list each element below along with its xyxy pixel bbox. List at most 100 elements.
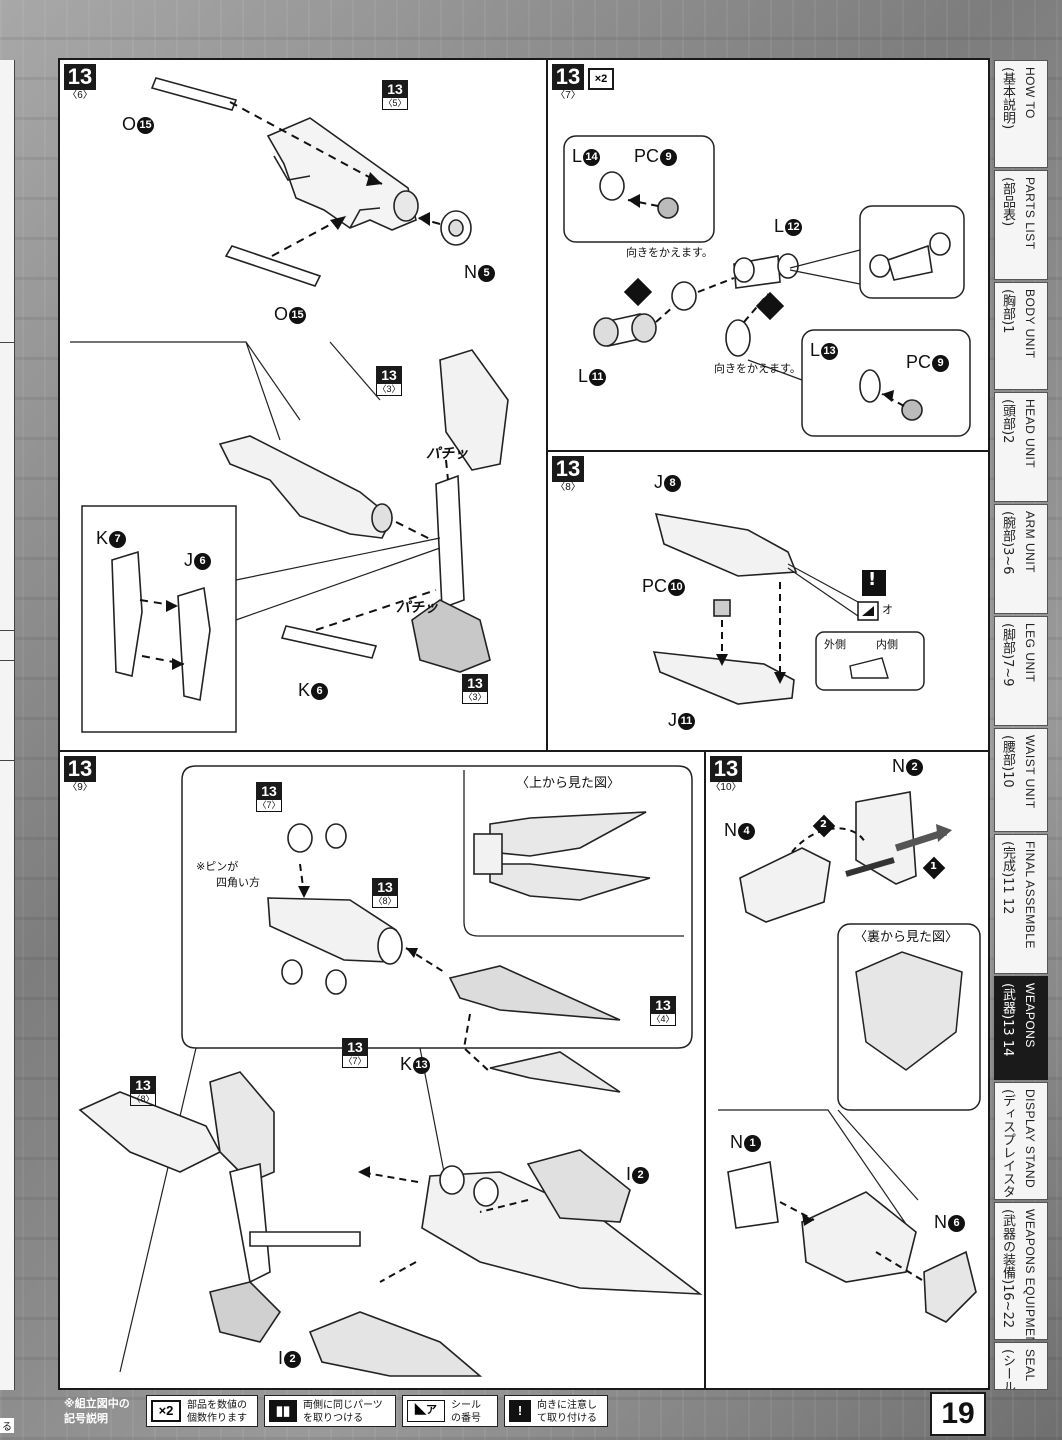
pin-note-line1: ※ピンが bbox=[196, 860, 239, 873]
snap-sound-text: パチッ bbox=[426, 446, 468, 462]
gun-body-assembled bbox=[218, 435, 394, 539]
rod-part bbox=[150, 77, 238, 111]
multiply-icon: ×2 bbox=[151, 1400, 181, 1422]
step-13-10-illustration bbox=[718, 791, 981, 1323]
turn-around-note: 向きをかえます。 bbox=[626, 246, 713, 259]
n4-part bbox=[739, 847, 831, 923]
ref-13-8-left: 13〈8〉 bbox=[130, 1076, 156, 1106]
k6-rail bbox=[280, 625, 378, 659]
legend-item-seal: ◣ア シール の番号 bbox=[402, 1395, 498, 1427]
arm-column bbox=[435, 474, 465, 610]
step-13-9-panel: 13 〈9〉 13〈7〉 13〈8〉 13〈7〉 13〈4〉 13〈8〉 ※ピン… bbox=[60, 752, 706, 1388]
arm-shield-top bbox=[439, 349, 509, 471]
step-number-13-7: 13 〈7〉 bbox=[552, 64, 584, 102]
n1-part bbox=[727, 1161, 779, 1229]
back-view-title: 〈裏から見た図〉 bbox=[854, 930, 959, 945]
legend-item-multiple: ×2 部品を数値の 個数作ります bbox=[146, 1395, 258, 1427]
gun-body-upper bbox=[266, 117, 417, 231]
previous-page-edge bbox=[0, 60, 15, 1390]
seal-icon: ◣ア bbox=[407, 1400, 445, 1422]
j6-part bbox=[177, 586, 211, 701]
ref-13-8: 13〈8〉 bbox=[372, 878, 398, 908]
ref-13-4: 13〈4〉 bbox=[650, 996, 676, 1026]
snap-sound-text-2: パチッ bbox=[396, 600, 438, 616]
ref-13-7-bottom: 13〈7〉 bbox=[342, 1038, 368, 1068]
pc9-detail bbox=[901, 399, 923, 421]
step-13-8-illustration bbox=[652, 512, 925, 705]
warning-icon bbox=[862, 570, 886, 596]
arm-shield-bottom bbox=[411, 599, 491, 673]
inner-side-label: 内側 bbox=[876, 638, 898, 651]
l13-detail bbox=[859, 369, 881, 403]
j11-part bbox=[652, 651, 795, 705]
top-view-title: 〈上から見た図〉 bbox=[516, 776, 621, 791]
tab-how-to[interactable]: (基本説明)HOW TO bbox=[994, 60, 1048, 168]
legend-item-both-sides: ▮▮ 両側に同じパーツ を取りつける bbox=[264, 1395, 396, 1427]
n6-part bbox=[923, 1250, 977, 1323]
pc10-part bbox=[713, 599, 731, 617]
l13-part bbox=[725, 319, 751, 357]
step-marker-2: 2 bbox=[820, 819, 827, 830]
symbol-legend: ※組立図中の記号説明 ×2 部品を数値の 個数作ります ▮▮ 両側に同じパーツ … bbox=[58, 1390, 928, 1436]
warning-icon: ! bbox=[509, 1400, 531, 1422]
pc9-part bbox=[657, 197, 679, 219]
tab-parts-list[interactable]: (部品表)PARTS LIST bbox=[994, 170, 1048, 280]
ref-13-3-top: 13〈3〉 bbox=[376, 366, 402, 396]
legend-heading: ※組立図中の記号説明 bbox=[64, 1397, 130, 1425]
step-marker-1: 1 bbox=[930, 861, 937, 872]
step-number-13-10: 13 〈10〉 bbox=[710, 756, 742, 793]
both-sides-icon: ▮▮ bbox=[269, 1400, 297, 1422]
make-two-badge: ×2 bbox=[588, 68, 614, 90]
turn-around-note-2: 向きをかえます。 bbox=[714, 362, 801, 375]
step-13-6-illustration bbox=[70, 77, 509, 733]
k7-part bbox=[111, 550, 143, 677]
l12-detail bbox=[887, 244, 933, 281]
ref-13-7-top: 13〈7〉 bbox=[256, 782, 282, 812]
step-13-7-illustration bbox=[563, 135, 971, 437]
pin-note-line2: 四角い方 bbox=[216, 876, 260, 889]
step-number-13-6: 13 〈6〉 bbox=[64, 64, 96, 102]
step-13-9-illustration bbox=[78, 765, 703, 1377]
outer-side-label: 外側 bbox=[824, 638, 846, 651]
legend-item-orientation: ! 向きに注意し て取り付ける bbox=[504, 1395, 608, 1427]
seal-number: オ bbox=[882, 603, 893, 616]
tab-seal[interactable]: (シール)SEAL bbox=[994, 1342, 1048, 1390]
step-number-13-9: 13 〈9〉 bbox=[64, 756, 96, 794]
rod-part-lower bbox=[224, 245, 322, 287]
page-number: 19 bbox=[930, 1392, 986, 1436]
edge-character: る bbox=[0, 1418, 14, 1433]
